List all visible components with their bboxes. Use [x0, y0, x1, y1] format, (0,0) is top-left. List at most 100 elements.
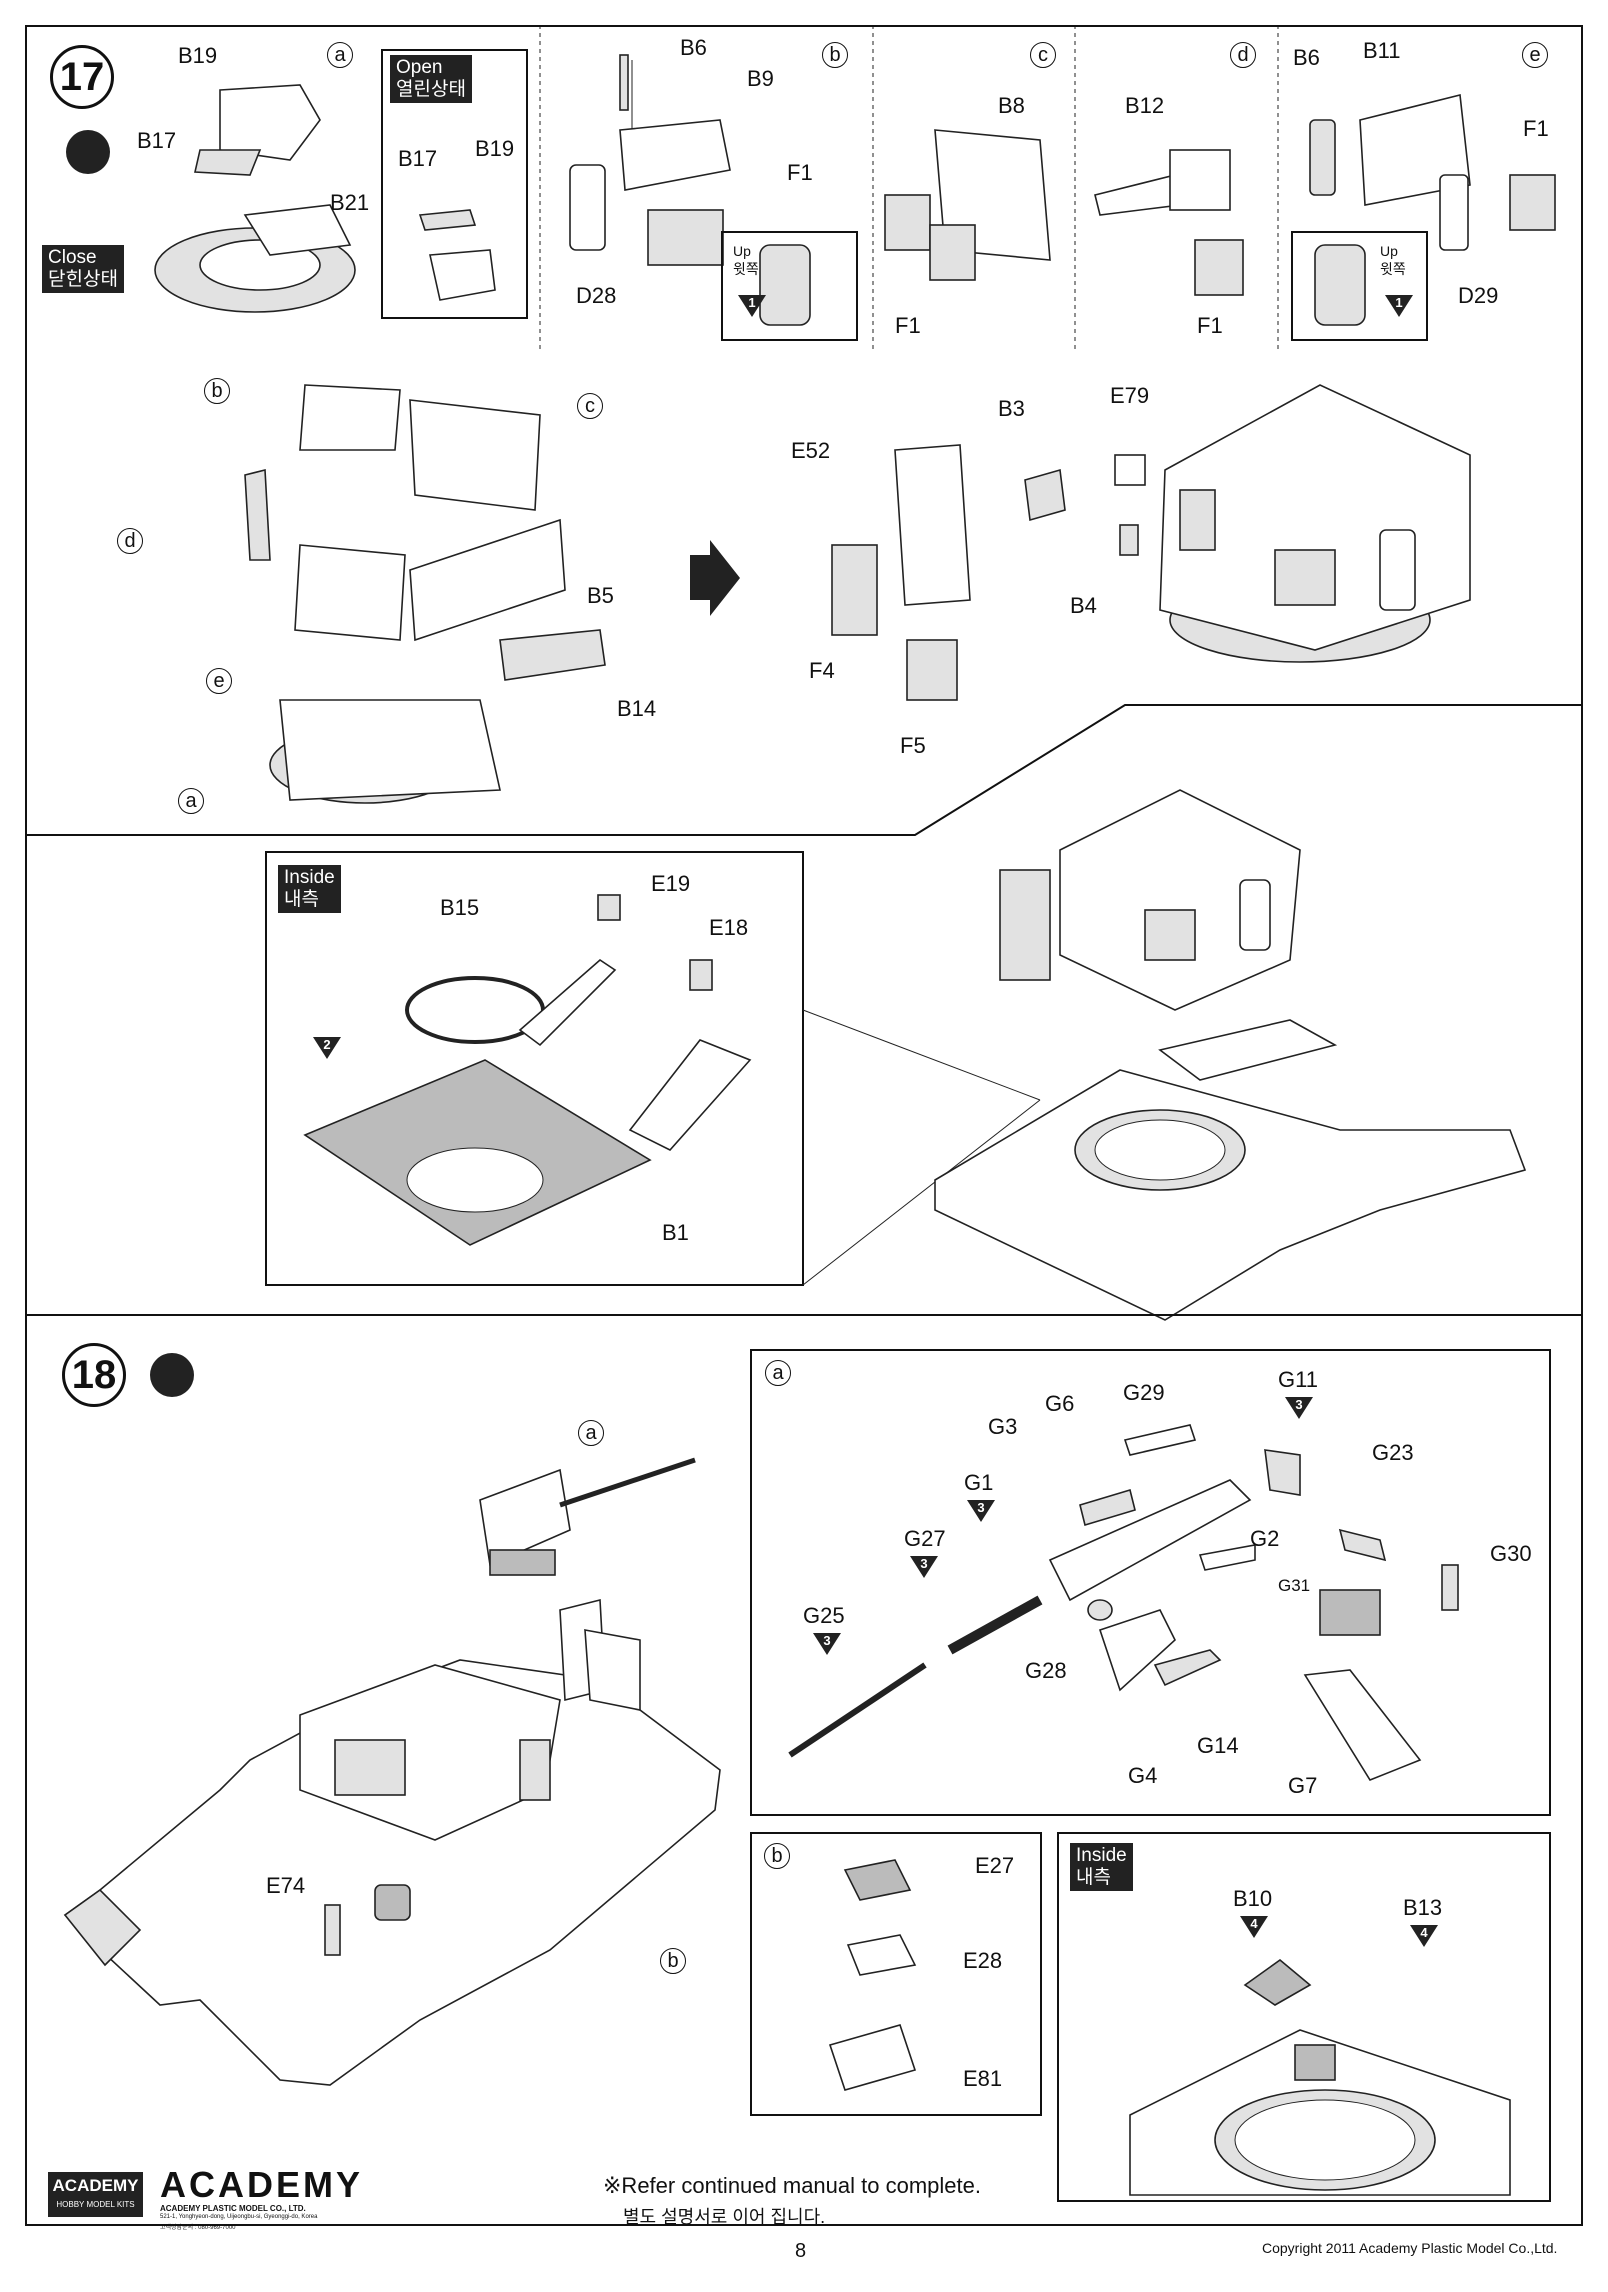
inside-tag-17: Inside 내측	[278, 865, 341, 913]
close-tag-en: Close	[48, 247, 97, 268]
up-en-b: Up	[733, 243, 751, 259]
part-label-e18: E18	[709, 915, 749, 940]
illus-17-assembly-right	[831, 384, 1471, 701]
academy-badge-hobby: HOBBY MODEL KITS	[56, 2200, 135, 2209]
badge-3-g11	[1285, 1397, 1313, 1419]
badge-1-e	[1385, 295, 1413, 317]
close-tag-ko: 닫힌상태	[48, 269, 118, 290]
badge-4-b13	[1410, 1925, 1438, 1947]
part-label-b9: B9	[747, 66, 774, 91]
inside-tag-18: Inside 내측	[1070, 1843, 1133, 1891]
part-label-g1: G1	[964, 1470, 994, 1495]
badge-4-b13-num: 4	[1420, 1925, 1428, 1940]
callout-c: c	[1030, 42, 1056, 68]
up-tag-b: Up 윗쪽	[733, 243, 759, 279]
part-label-f1-c: F1	[895, 313, 921, 338]
part-label-g27: G27	[904, 1526, 946, 1551]
part-label-f5: F5	[900, 733, 926, 758]
callout-a: a	[327, 42, 353, 68]
academy-badge-brand: ACADEMY	[52, 2176, 139, 2195]
callout-d: d	[1230, 42, 1256, 68]
part-label-g14: G14	[1197, 1733, 1239, 1758]
inside-tag-17-ko: 내측	[284, 889, 319, 910]
continue-note-en: ※Refer continued manual to complete.	[603, 2173, 981, 2198]
callout-c-row2: c	[577, 393, 603, 419]
inside-tag-17-en: Inside	[284, 867, 335, 888]
page-frame	[25, 25, 1583, 2226]
inside-inset-frame	[265, 851, 804, 1286]
company-name: ACADEMY PLASTIC MODEL CO., LTD.	[160, 2204, 306, 2213]
part-label-g7: G7	[1288, 1773, 1318, 1798]
part-label-f1-d: F1	[1197, 313, 1223, 338]
badge-4-b10-num: 4	[1250, 1916, 1258, 1931]
inside-tag-18-en: Inside	[1076, 1845, 1127, 1866]
part-label-b21: B21	[330, 190, 370, 215]
part-label-e19: E19	[651, 871, 691, 896]
part-label-b17-open: B17	[398, 146, 438, 171]
illus-17-hull-right	[934, 789, 1527, 1321]
open-tag-ko: 열린상태	[396, 79, 466, 100]
part-label-f1-b: F1	[787, 160, 813, 185]
badge-3-g27	[910, 1556, 938, 1578]
badge-3-g1	[967, 1500, 995, 1522]
part-label-g11: G11	[1278, 1367, 1318, 1392]
badge-3-g25-num: 3	[823, 1633, 831, 1648]
open-tag-en: Open	[396, 57, 443, 78]
part-label-g23: G23	[1372, 1440, 1414, 1465]
part-label-b19: B19	[178, 43, 218, 68]
part-label-b11: B11	[1363, 38, 1401, 63]
part-label-b4: B4	[1070, 593, 1097, 618]
part-label-e27: E27	[975, 1853, 1015, 1878]
badge-2	[313, 1037, 341, 1059]
copyright: Copyright 2011 Academy Plastic Model Co.…	[1262, 2240, 1558, 2256]
academy-logo: ACADEMY	[160, 2164, 364, 2205]
illus-18-vehicle	[63, 1457, 721, 2086]
illus-18a-gun	[788, 1424, 1459, 1781]
illus-18b-mount	[828, 1859, 917, 2091]
part-label-b14: B14	[617, 696, 657, 721]
part-label-d29: D29	[1458, 283, 1499, 308]
part-label-g25: G25	[803, 1603, 845, 1628]
academy-badge: ACADEMY HOBBY MODEL KITS	[48, 2172, 143, 2217]
part-label-b17: B17	[137, 128, 177, 153]
step-18-number: 18	[62, 1343, 126, 1407]
badge-3-g1-num: 3	[977, 1500, 985, 1515]
part-label-d28: D28	[576, 283, 617, 308]
part-label-b13: B13	[1403, 1895, 1443, 1920]
part-label-g29: G29	[1123, 1380, 1165, 1405]
badge-4-b10	[1240, 1916, 1268, 1938]
step-17-number: 17	[50, 45, 114, 109]
part-label-e52: E52	[791, 438, 831, 463]
illus-17a-base	[154, 84, 356, 313]
part-label-e74: E74	[266, 1873, 306, 1898]
callout-e-row2: e	[206, 668, 232, 694]
badge-1-e-num: 1	[1395, 295, 1403, 310]
part-label-b15: B15	[440, 895, 480, 920]
illus-17b-door	[569, 54, 858, 341]
callout-d-row2: d	[117, 528, 143, 554]
illus-17-assembly-left	[244, 384, 606, 804]
illus-18-inside	[1129, 1958, 1511, 2196]
badge-1-b	[738, 295, 766, 317]
part-label-b19-open: B19	[475, 136, 515, 161]
part-label-b12: B12	[1125, 93, 1165, 118]
inside-tag-18-ko: 내측	[1076, 1867, 1111, 1888]
part-label-g4: G4	[1128, 1763, 1158, 1788]
open-tag: Open 열린상태	[390, 55, 472, 103]
glue-icon-18	[150, 1353, 194, 1397]
part-label-g3: G3	[988, 1414, 1018, 1439]
badge-1-b-num: 1	[748, 295, 756, 310]
up-ko-e: 윗쪽	[1380, 261, 1406, 277]
company-address: 521-1, Yonghyeon-dong, Uijeongbu-si, Gye…	[160, 2214, 318, 2220]
illus-17c-door	[884, 129, 1051, 281]
part-label-g6: G6	[1045, 1391, 1075, 1416]
illus-17d-door	[1094, 149, 1244, 296]
up-ko-b: 윗쪽	[733, 261, 759, 277]
badge-3-g25	[813, 1633, 841, 1655]
glue-icon	[66, 130, 110, 174]
part-label-g30: G30	[1490, 1541, 1532, 1566]
part-label-b3: B3	[998, 396, 1025, 421]
close-tag: Close 닫힌상태	[42, 245, 124, 293]
part-label-g28: G28	[1025, 1658, 1067, 1683]
